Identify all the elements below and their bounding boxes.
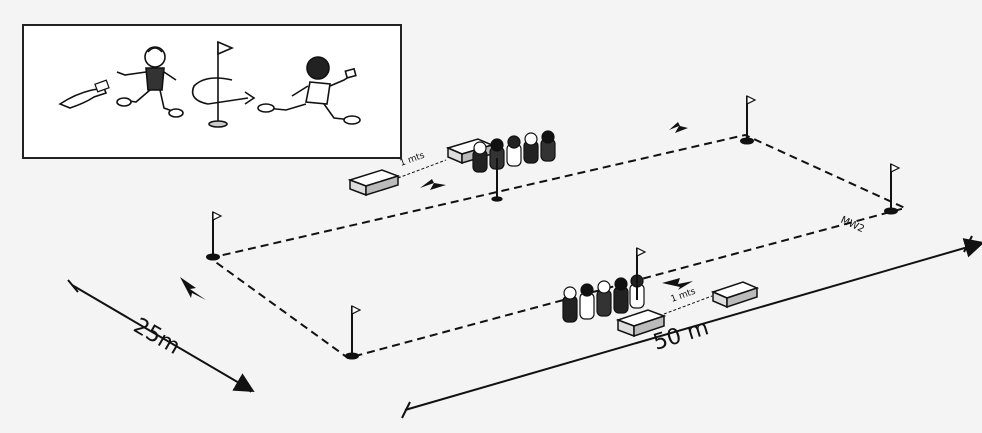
direction-arrow-icon [180, 277, 206, 300]
direction-arrow-icon [669, 122, 688, 133]
gap-label-top: 1 mts [399, 151, 427, 169]
flag-turn-icon [191, 40, 256, 128]
hand-icon [58, 79, 110, 109]
flag-post-icon [740, 95, 757, 145]
runner-group-top [472, 130, 556, 202]
direction-arrow-icon [420, 179, 446, 190]
direction-arrow-icon [662, 278, 693, 290]
gap-label-bottom: 1 mts [670, 287, 698, 305]
field-outline [207, 133, 908, 360]
corner-code: MW2 [839, 215, 866, 235]
runner-group-bottom [562, 247, 647, 323]
runner-left-icon [116, 46, 184, 118]
inset-illustration [22, 24, 402, 159]
flag-post-icon [206, 211, 223, 261]
start-box-top-left [347, 169, 401, 197]
width-dimension: 25m [67, 279, 255, 393]
field-width-label: 25m [129, 314, 184, 360]
start-box-bottom-left [615, 309, 667, 338]
gap-marker-bottom: 1 mts [663, 287, 713, 315]
length-dimension: 50 m [401, 235, 982, 419]
flag-post-icon [345, 305, 362, 360]
start-box-bottom-right [710, 281, 760, 309]
gap-marker-top: 1 mts [397, 151, 447, 179]
runner-right-icon [257, 56, 361, 125]
flag-post-icon [884, 163, 901, 215]
